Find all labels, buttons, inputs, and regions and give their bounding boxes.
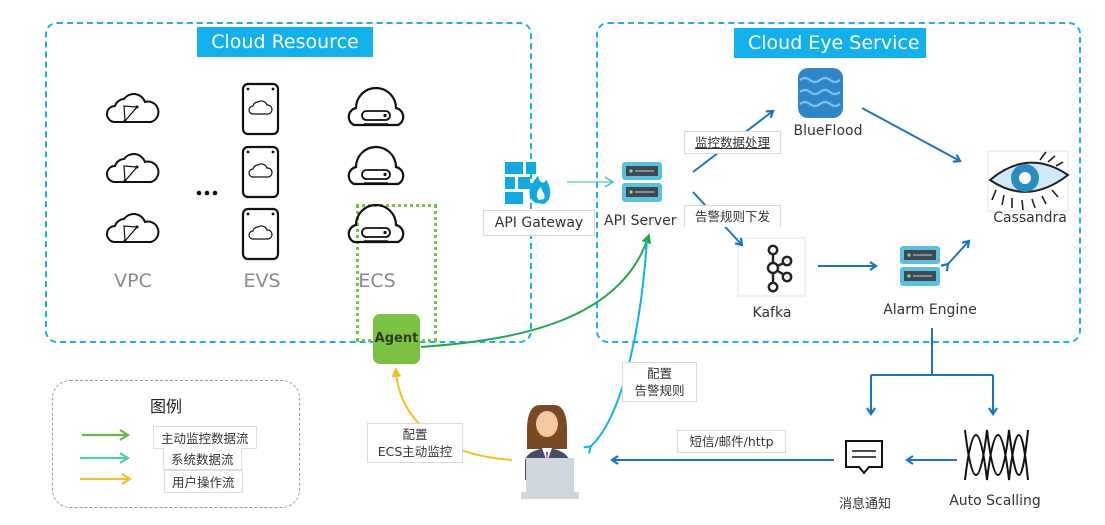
evs-label: EVS — [243, 270, 281, 292]
blueflood-database-icon — [798, 68, 843, 118]
legend-item-active-monitoring: 主动监控数据流 — [153, 426, 257, 449]
kafka-icon — [737, 237, 806, 297]
auto-scaling-icon — [964, 429, 1029, 481]
config-ecs-line1: 配置 — [402, 427, 428, 442]
notify-channels-tag: 短信/邮件/http — [677, 430, 786, 453]
ellipsis-icon — [196, 190, 218, 196]
legend-title: 图例 — [150, 397, 183, 416]
blueflood-to-cassandra-arrow — [861, 107, 962, 163]
evs-disk-icon — [241, 145, 280, 199]
message-notification-icon — [845, 440, 883, 475]
alarm-rule-dispatch-tag: 告警规则下发 — [684, 205, 781, 227]
vpc-cloud-icon — [106, 213, 160, 244]
api-gateway-label: API Gateway — [483, 210, 595, 236]
vpc-label: VPC — [114, 270, 152, 292]
evs-disk-icon — [241, 82, 280, 136]
user-avatar-icon — [521, 405, 579, 499]
user-config-alarm-arrow — [583, 239, 648, 454]
legend-item-user-operation: 用户操作流 — [164, 470, 243, 493]
kafka-label: Kafka — [752, 305, 792, 321]
notification-label: 消息通知 — [838, 497, 891, 512]
vpc-cloud-icon — [106, 93, 160, 124]
config-ecs-line2: ECS主动监控 — [377, 444, 453, 459]
legend-item-system-data: 系统数据流 — [163, 448, 242, 470]
auto-scaling-label: Auto Scalling — [949, 493, 1041, 509]
cassandra-eye-icon — [987, 150, 1070, 212]
evs-disk-icon — [241, 207, 280, 261]
agent-node[interactable]: Agent — [373, 314, 420, 364]
config-alarm-rules-line1: 配置 — [646, 366, 672, 381]
vpc-cloud-icon — [106, 153, 160, 184]
cloud-eye-service-title: Cloud Eye Service — [734, 28, 926, 58]
ecs-server-cloud-icon — [347, 145, 405, 186]
cloud-resource-group — [45, 22, 532, 343]
alarm-output-split-arrows — [866, 328, 998, 416]
cassandra-label: Cassandra — [993, 210, 1067, 226]
ecs-server-cloud-icon — [347, 203, 405, 244]
config-ecs-monitoring-tag: 配置 ECS主动监控 — [367, 423, 463, 463]
api-server-icon — [621, 161, 663, 203]
cloud-resource-title: Cloud Resource — [197, 27, 373, 57]
monitor-data-processing-tag: 监控数据处理 — [684, 131, 781, 154]
alarm-engine-icon — [899, 245, 941, 287]
alarm-cassandra-bidirectional-arrow — [940, 239, 971, 272]
ecs-label: ECS — [358, 270, 396, 292]
agent-to-server-arrow — [420, 233, 652, 348]
legend-box — [52, 380, 300, 508]
config-alarm-rules-tag: 配置 告警规则 — [622, 362, 697, 402]
ecs-server-cloud-icon — [347, 86, 405, 127]
api-gateway-firewall-icon — [505, 162, 551, 204]
alarm-engine-label: Alarm Engine — [883, 302, 977, 318]
blueflood-label: BlueFlood — [793, 123, 863, 139]
config-alarm-rules-line2: 告警规则 — [634, 383, 685, 398]
api-server-label: API Server — [604, 213, 677, 229]
